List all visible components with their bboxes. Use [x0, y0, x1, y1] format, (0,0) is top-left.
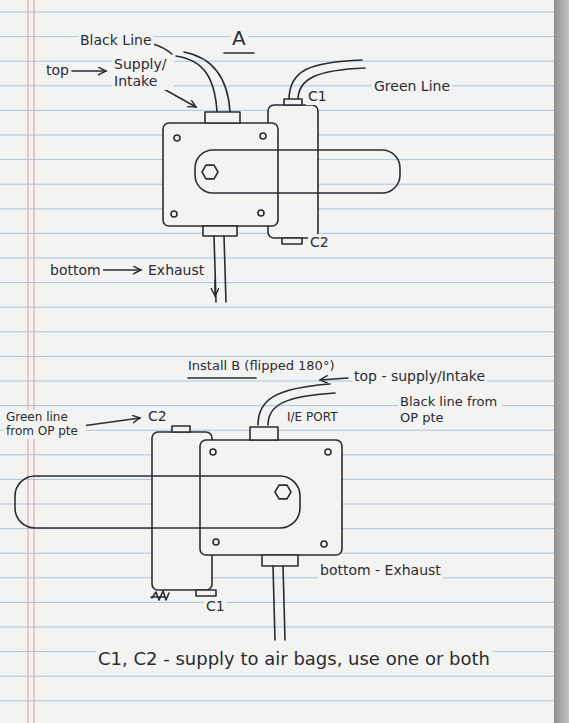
hex-nut [275, 485, 291, 499]
valve-body [163, 123, 278, 226]
margin-line [27, 0, 28, 723]
mount-hole [171, 211, 177, 217]
exhaust-port [203, 226, 237, 236]
line-label: Black line from OP pte [398, 394, 502, 425]
intake-port [250, 427, 278, 440]
title-underline [224, 52, 254, 54]
ruled-line [0, 85, 554, 86]
mount-hole [210, 449, 216, 455]
ruled-line [0, 61, 554, 62]
valve-lever [15, 476, 300, 528]
ruled-line [0, 12, 554, 13]
hex-nut [202, 165, 218, 179]
ruled-line [0, 331, 554, 332]
ruled-line [0, 356, 554, 357]
exhaust-port [262, 555, 298, 566]
ruled-lines [0, 12, 554, 701]
direction-label: top [44, 62, 71, 79]
line-label: Green line from OP pte [4, 410, 86, 439]
pointer-arrow [72, 70, 106, 72]
direction-label: bottom [48, 262, 103, 279]
ruled-line [0, 282, 554, 283]
black-supply-line [184, 52, 230, 112]
ruled-line [0, 676, 554, 677]
valve-lever [195, 150, 400, 193]
valve-body [200, 440, 342, 555]
exhaust-line [273, 566, 275, 640]
mount-hole [174, 135, 180, 141]
port-label: top - supply/Intake [352, 368, 487, 385]
margin-line [33, 0, 34, 723]
port-label: Exhaust [146, 262, 206, 279]
line-label: Black Line [78, 32, 154, 49]
c1-port [284, 99, 302, 105]
ruled-line [0, 627, 554, 628]
ruled-line [0, 700, 554, 701]
exhaust-arrow [214, 280, 216, 296]
pointer-arrow [82, 418, 140, 426]
port-label: bottom - Exhaust [318, 562, 443, 579]
scribble-mark [151, 591, 169, 600]
port-label: C2 [146, 408, 169, 425]
title-underline [188, 377, 256, 379]
line-label: Green Line [372, 78, 452, 95]
intake-port [205, 112, 240, 123]
port-label: Supply/ Intake [112, 56, 174, 90]
ruled-line [0, 307, 554, 308]
port-label: C1 [204, 598, 227, 615]
c2-port [282, 238, 302, 244]
mount-hole [321, 541, 327, 547]
pointer-arrow [320, 378, 348, 380]
page-edge-shadow [554, 0, 569, 723]
port-label: C1 [306, 88, 329, 105]
leader-line [153, 44, 172, 54]
port-label: C2 [308, 234, 331, 251]
section-title: Install B (flipped 180°) [186, 358, 336, 374]
section-title: A [230, 26, 248, 50]
ruled-line [0, 577, 554, 578]
port-label: I/E PORT [285, 410, 339, 424]
pointer-arrow [162, 88, 196, 107]
mount-hole [258, 210, 264, 216]
ruled-line [0, 602, 554, 603]
c2-port [172, 426, 190, 432]
mount-hole [260, 133, 266, 139]
exhaust-line [224, 236, 226, 302]
mount-hole [213, 539, 219, 545]
c1-port [196, 590, 216, 596]
exhaust-line [214, 236, 216, 302]
pointer-arrow [101, 269, 141, 271]
note-text: C1, C2 - supply to air bags, use one or … [96, 648, 492, 670]
exhaust-line [283, 566, 285, 640]
ruled-line [0, 258, 554, 259]
mount-hole [325, 449, 331, 455]
